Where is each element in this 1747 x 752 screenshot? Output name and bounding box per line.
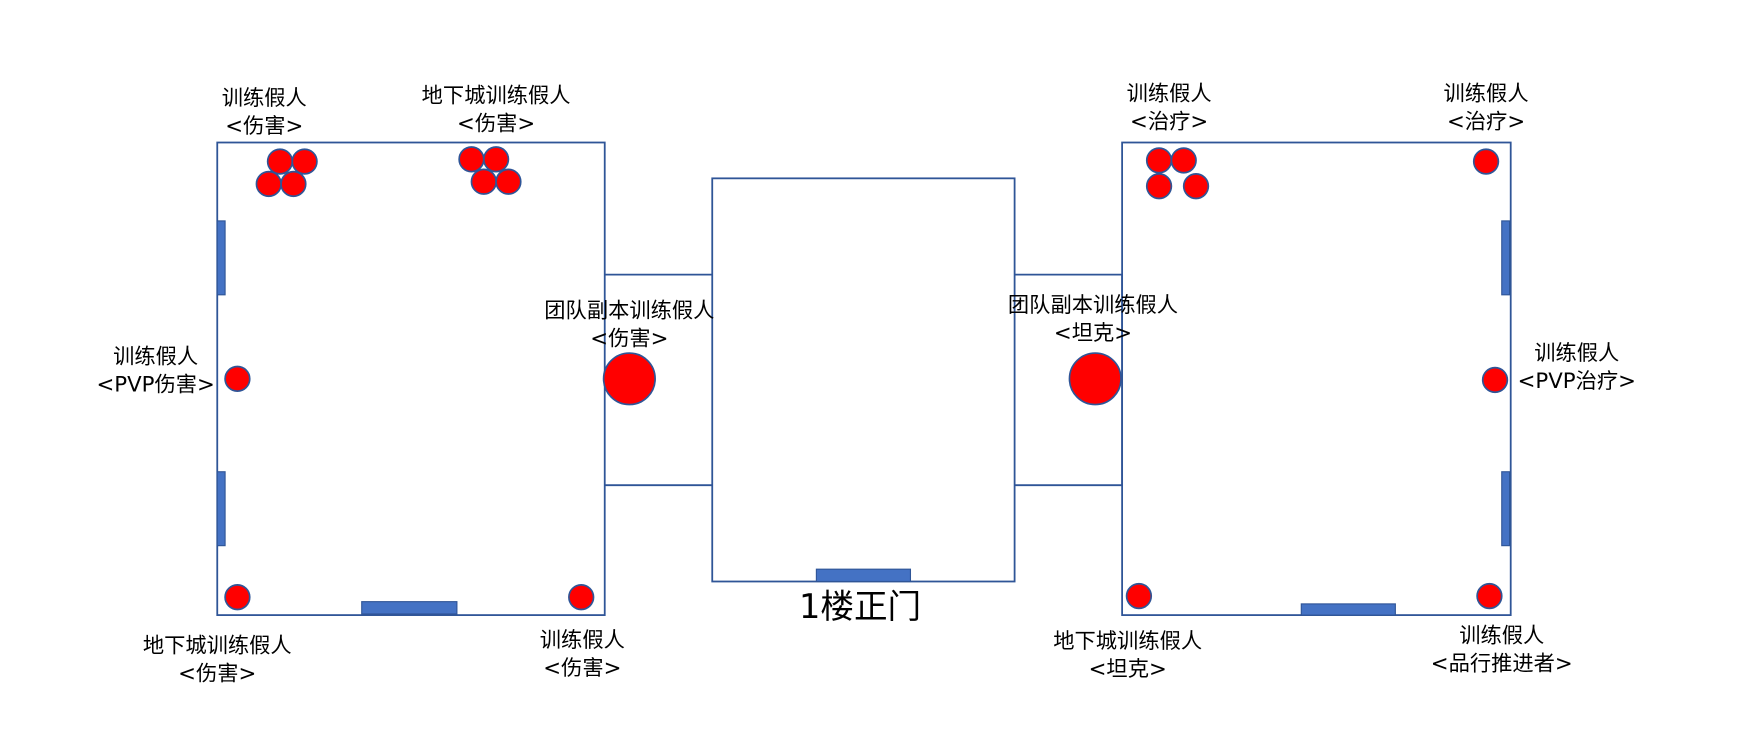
label-r-top-heal2-name: 训练假人 bbox=[1444, 81, 1529, 106]
dummy-markers bbox=[224, 146, 1509, 611]
dummy-marker bbox=[495, 168, 522, 195]
door bbox=[216, 471, 226, 547]
dummy-marker bbox=[1145, 147, 1173, 174]
label-l-pvp-role: <PVP伤害> bbox=[96, 373, 214, 398]
dummy-marker bbox=[224, 365, 251, 392]
label-main-gate: 1楼正门 bbox=[799, 587, 921, 626]
label-l-top-dmg-role: <伤害> bbox=[225, 114, 303, 139]
dummy-marker bbox=[482, 146, 510, 173]
label-r-pvp-name: 训练假人 bbox=[1534, 341, 1619, 366]
dummy-marker bbox=[1145, 173, 1173, 200]
right-corridor bbox=[1014, 273, 1124, 487]
right-room bbox=[1121, 141, 1512, 616]
raid-dummy-marker bbox=[602, 352, 656, 406]
label-raid-tank-role: <坦克> bbox=[1054, 321, 1132, 346]
dummy-marker bbox=[224, 584, 251, 611]
label-r-top-heal1-role: <治疗> bbox=[1130, 109, 1208, 134]
label-r-top-heal1-name: 训练假人 bbox=[1127, 81, 1212, 106]
center-hall bbox=[711, 177, 1016, 583]
label-l-bottom-dmg-name: 训练假人 bbox=[540, 628, 625, 653]
dummy-marker bbox=[1125, 582, 1153, 610]
dummy-marker bbox=[1476, 582, 1503, 610]
label-l-pvp-name: 训练假人 bbox=[113, 345, 198, 370]
label-l-top-dmg-name: 训练假人 bbox=[222, 86, 307, 111]
label-l-top-dungeon-name: 地下城训练假人 bbox=[422, 84, 571, 109]
label-l-bottom-dungeon-name: 地下城训练假人 bbox=[143, 633, 292, 658]
label-l-bottom-dungeon-role: <伤害> bbox=[178, 661, 256, 686]
left-room bbox=[216, 141, 606, 616]
left-corridor bbox=[604, 273, 713, 487]
door bbox=[216, 220, 226, 296]
label-r-bottom-conduct-name: 训练假人 bbox=[1459, 623, 1544, 648]
door bbox=[1501, 471, 1511, 547]
door bbox=[1501, 220, 1511, 296]
label-raid-dmg-name: 团队副本训练假人 bbox=[544, 299, 714, 324]
label-raid-tank-name: 团队副本训练假人 bbox=[1008, 293, 1178, 318]
label-l-top-dungeon-role: <伤害> bbox=[457, 112, 535, 137]
door bbox=[361, 601, 458, 615]
dummy-marker bbox=[1472, 148, 1500, 175]
dummy-marker bbox=[255, 170, 282, 198]
dummy-marker bbox=[280, 170, 307, 198]
label-r-bottom-conduct-role: <品行推进者> bbox=[1431, 651, 1573, 676]
dummy-marker bbox=[1182, 173, 1210, 200]
raid-dummy-marker bbox=[1068, 352, 1122, 406]
dummy-marker bbox=[458, 146, 485, 173]
label-raid-dmg-role: <伤害> bbox=[590, 327, 668, 352]
dummy-marker bbox=[470, 168, 497, 195]
dummy-marker bbox=[1170, 147, 1197, 174]
dummy-marker bbox=[266, 148, 294, 175]
label-r-bottom-dungeon-role: <坦克> bbox=[1089, 657, 1167, 682]
label-l-bottom-dmg-role: <伤害> bbox=[543, 656, 621, 681]
main-gate-door bbox=[815, 568, 912, 583]
dummy-marker bbox=[568, 584, 595, 611]
dummy-marker bbox=[291, 148, 318, 175]
dummy-marker bbox=[1481, 366, 1509, 394]
label-r-top-heal2-role: <治疗> bbox=[1447, 109, 1525, 134]
label-r-bottom-dungeon-name: 地下城训练假人 bbox=[1053, 629, 1202, 654]
label-r-pvp-role: <PVP治疗> bbox=[1518, 369, 1636, 394]
door bbox=[1300, 603, 1396, 616]
